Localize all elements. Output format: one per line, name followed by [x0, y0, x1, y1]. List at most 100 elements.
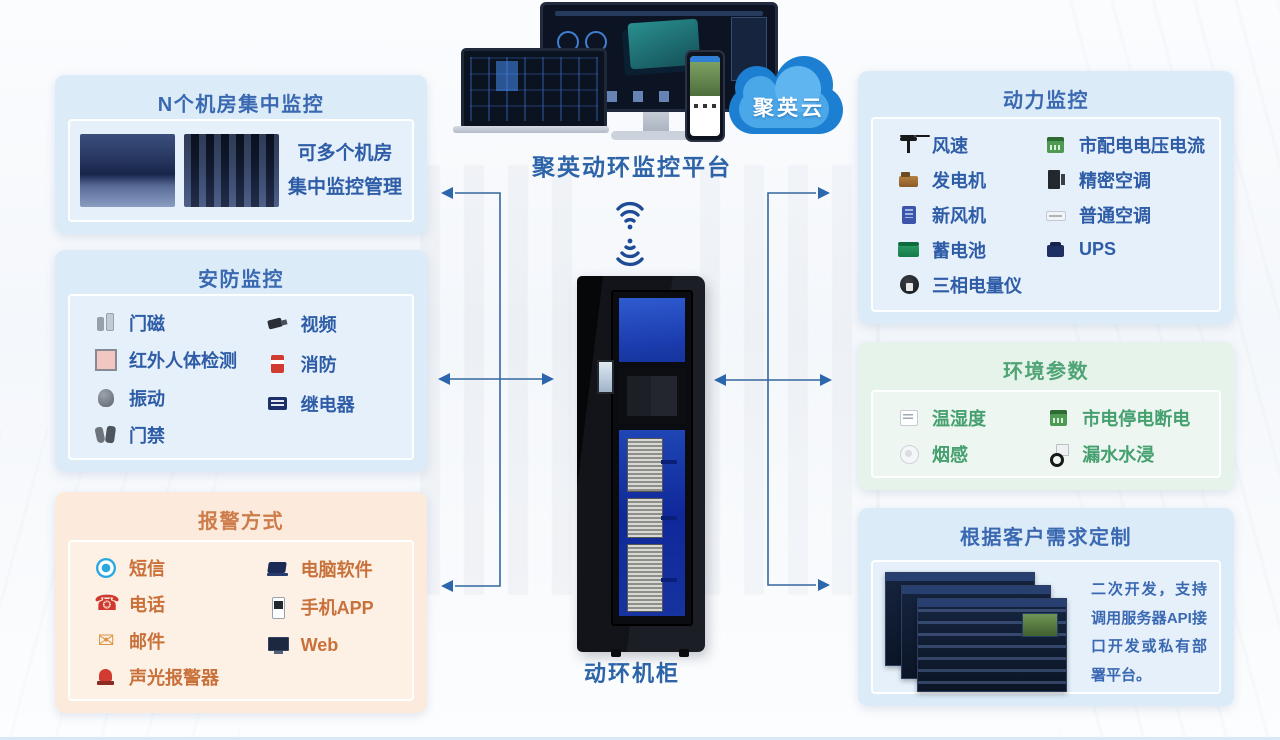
panel-alarm-title: 报警方式 — [198, 511, 284, 533]
list-item: 三相电量仪 — [881, 267, 1028, 302]
rooms-caption-line: 可多个机房 — [297, 143, 393, 165]
item-label: 蓄电池 — [932, 240, 986, 261]
item-label: 温湿度 — [932, 409, 986, 429]
panel-environment-body: 温湿度 烟感 市电停电断电 漏水水浸 — [871, 390, 1221, 478]
item-label: 三相电量仪 — [932, 275, 1022, 296]
list-item: 声光报警器 — [78, 659, 250, 695]
monitor-base — [611, 131, 701, 140]
item-label: 烟感 — [932, 445, 968, 465]
panel-security-title: 安防监控 — [198, 269, 284, 291]
panel-alarm-body: 短信 电话 邮件 声光报警器 — [68, 540, 414, 701]
monitoring-devices-image: 聚英云 — [453, 2, 845, 150]
item-label: 手机APP — [300, 598, 374, 618]
panel-custom-title: 根据客户需求定制 — [960, 527, 1132, 549]
list-item: 短信 — [78, 550, 250, 586]
list-item: 风速 — [881, 127, 1028, 162]
siren-icon — [94, 665, 118, 689]
list-item: 发电机 — [881, 162, 1028, 197]
door-magnet-icon — [94, 311, 118, 335]
item-label: 短信 — [129, 559, 165, 580]
precision-ac-icon — [1044, 168, 1068, 192]
panel-security: 安防监控 门磁 红外人体检测 振动 — [55, 250, 427, 472]
list-item: UPS — [1028, 232, 1215, 267]
list-item: 市电停电断电 — [1031, 400, 1215, 436]
rooms-caption: 可多个机房 集中监控管理 — [288, 137, 402, 204]
relay-icon — [266, 392, 290, 416]
item-label: 继电器 — [300, 395, 355, 415]
mobile-app-icon — [266, 595, 290, 619]
web-monitor-icon — [266, 633, 290, 657]
item-label: 红外人体检测 — [129, 351, 237, 372]
rooms-caption-line: 集中监控管理 — [288, 176, 403, 198]
item-label: 门禁 — [129, 426, 165, 447]
list-item: 门磁 — [78, 304, 250, 342]
list-item: 振动 — [78, 379, 250, 417]
list-item: 继电器 — [250, 384, 408, 424]
laptop-image — [461, 48, 607, 130]
laptop-base — [453, 126, 609, 133]
list-item: 消防 — [250, 344, 408, 384]
item-label: 发电机 — [932, 170, 986, 191]
normal-ac-icon — [1044, 203, 1068, 227]
cloud-icon: 聚英云 — [707, 38, 843, 144]
item-label: 风速 — [932, 135, 968, 156]
panel-power: 动力监控 风速 发电机 新风机 — [858, 71, 1234, 324]
panel-rooms-title: N个机房集中监控 — [157, 94, 325, 116]
battery-icon — [897, 238, 921, 262]
list-item: 电话 — [78, 586, 250, 622]
item-label: 邮件 — [129, 631, 165, 652]
fire-extinguisher-icon — [266, 352, 290, 376]
item-label: 市电停电断电 — [1082, 409, 1191, 429]
ups-icon — [1044, 238, 1068, 262]
panel-custom: 根据客户需求定制 二次开发，支持调用服务器API接口开发或私有部署平台。 — [858, 508, 1234, 706]
three-phase-meter-icon — [897, 273, 921, 297]
list-item: 新风机 — [881, 197, 1028, 232]
panel-security-body: 门磁 红外人体检测 振动 门禁 — [68, 294, 414, 460]
machine-room-photo-1 — [80, 134, 175, 207]
item-label: 振动 — [129, 388, 165, 409]
list-item: 蓄电池 — [881, 232, 1028, 267]
list-item: Web — [250, 626, 408, 664]
power-outage-meter-icon — [1047, 406, 1071, 430]
list-item: 电脑软件 — [250, 550, 408, 588]
smoke-sensor-icon — [897, 442, 921, 466]
temp-humidity-icon — [897, 406, 921, 430]
smartphone-image — [685, 50, 725, 142]
cabinet-title: 动环机柜 — [583, 661, 680, 686]
panel-alarm: 报警方式 短信 电话 邮件 — [55, 492, 427, 713]
server-cabinet-image — [577, 276, 705, 657]
panel-environment: 环境参数 温湿度 烟感 市电停电断电 — [858, 342, 1234, 490]
item-label: 电话 — [129, 595, 165, 616]
platform-title: 聚英动环监控平台 — [532, 154, 732, 180]
panel-custom-body: 二次开发，支持调用服务器API接口开发或私有部署平台。 — [871, 560, 1221, 694]
list-item: 红外人体检测 — [78, 342, 250, 380]
item-label: 消防 — [300, 355, 337, 375]
list-item: 漏水水浸 — [1031, 436, 1215, 472]
panel-environment-title: 环境参数 — [1003, 361, 1089, 383]
item-label: 门磁 — [129, 313, 165, 334]
item-label: 普通空调 — [1078, 205, 1151, 226]
panel-rooms-body: 可多个机房 集中监控管理 — [68, 119, 414, 222]
water-leak-icon — [1047, 442, 1071, 467]
list-item: 市配电电压电流 — [1028, 127, 1215, 162]
item-label: UPS — [1078, 239, 1116, 259]
list-item: 邮件 — [78, 623, 250, 659]
sms-icon — [94, 556, 118, 580]
distribution-meter-icon — [1044, 133, 1068, 157]
cabinet-display-screen — [597, 360, 614, 394]
item-label: 精密空调 — [1078, 170, 1151, 191]
item-label: 新风机 — [932, 205, 986, 226]
list-item: 门禁 — [78, 417, 250, 455]
cloud-label: 聚英云 — [753, 97, 825, 120]
bottom-divider — [0, 737, 1280, 740]
fresh-air-fan-icon — [897, 203, 921, 227]
list-item: 温湿度 — [881, 400, 1031, 436]
panel-power-body: 风速 发电机 新风机 蓄电池 — [871, 117, 1221, 312]
list-item: 烟感 — [881, 436, 1031, 472]
infrared-detector-icon — [94, 348, 118, 372]
item-label: 声光报警器 — [129, 667, 219, 688]
generator-icon — [897, 168, 921, 192]
list-item: 手机APP — [250, 588, 408, 626]
